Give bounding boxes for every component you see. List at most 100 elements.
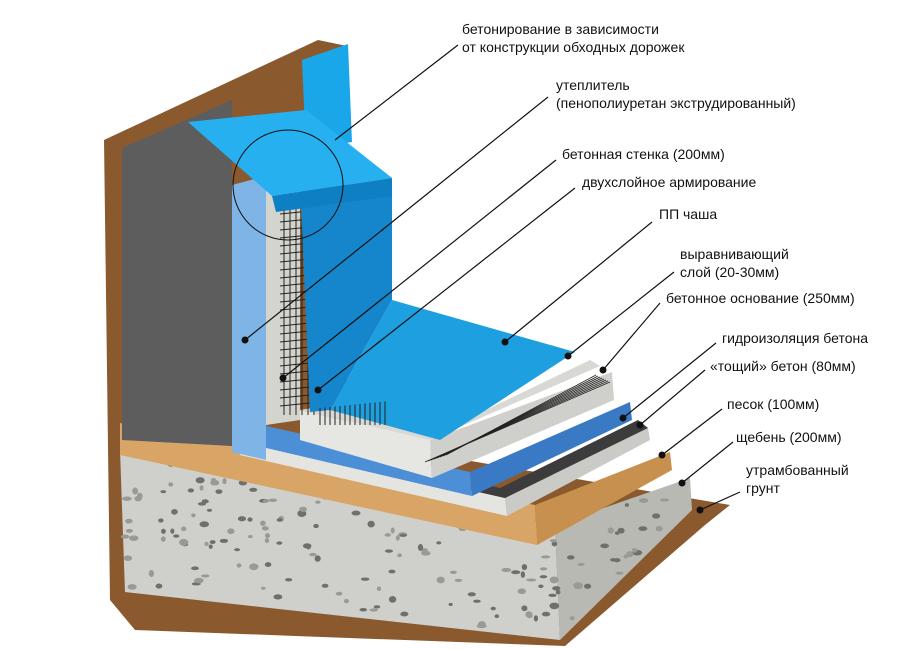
gravel-stone	[125, 518, 133, 524]
gravel-stone	[313, 523, 319, 529]
gravel-stone	[577, 562, 585, 567]
gravel-stone	[215, 489, 223, 494]
gravel-stone	[395, 535, 400, 541]
gravel-stone	[539, 567, 548, 571]
gravel-stone	[573, 582, 583, 590]
gravel-stone	[399, 533, 407, 537]
gravel-stone	[314, 555, 321, 562]
label-sand: песок (100мм)	[727, 396, 820, 412]
gravel-stone	[400, 611, 409, 617]
gravel-stone	[631, 547, 638, 553]
gravel-stone	[181, 526, 187, 532]
gravel-stone	[538, 584, 544, 589]
leader-dot	[658, 451, 666, 459]
gravel-stone	[552, 586, 561, 591]
leader-dot	[678, 479, 686, 487]
gravel-stone	[421, 550, 431, 556]
gravel-stone	[521, 563, 528, 571]
gravel-stone	[273, 594, 283, 600]
gravel-stone	[132, 487, 139, 495]
gravel-stone	[549, 576, 559, 584]
gravel-stone	[125, 528, 133, 533]
label-waterproof: гидроизоляция бетона	[722, 330, 869, 346]
gravel-stone	[204, 541, 209, 547]
leader-line	[282, 159, 557, 379]
gravel-stone	[617, 527, 625, 534]
gravel-stone	[260, 520, 266, 526]
gravel-stone	[551, 541, 558, 547]
gravel-stone	[160, 536, 166, 542]
gravel-stone	[494, 614, 500, 619]
leader-line	[622, 342, 717, 419]
gravel-stone	[351, 510, 361, 516]
gravel-stone	[454, 578, 463, 583]
leader-line	[661, 408, 723, 456]
lean-concrete-front	[240, 438, 507, 516]
wall-insulation	[232, 176, 266, 460]
gravel-stone	[624, 503, 629, 507]
leader-lines	[241, 44, 741, 514]
gravel-stone	[549, 539, 557, 543]
leader-line	[699, 491, 741, 511]
leader-dot	[599, 366, 607, 374]
gravel-stone	[539, 575, 548, 579]
walkway-edge	[272, 178, 392, 212]
gravel-stone	[369, 608, 378, 612]
label-wall: бетонная стенка (200мм)	[562, 146, 725, 162]
gravel-stone	[299, 506, 307, 512]
gravel-stone	[467, 592, 476, 597]
lean-concrete-right	[505, 428, 650, 516]
gravel-stone	[600, 543, 610, 549]
gravel-stone	[191, 513, 196, 518]
gravel-stone	[276, 541, 283, 545]
gravel-stone	[210, 478, 217, 483]
gravel-stone	[659, 498, 670, 502]
rebar-floor	[319, 374, 611, 463]
pp-bowl-wall	[300, 180, 392, 412]
gravel-stone	[264, 562, 272, 568]
outer-wall	[122, 100, 232, 446]
leader-line	[639, 369, 706, 426]
gravel-stone	[208, 544, 213, 549]
gravel-stone	[222, 478, 227, 485]
gravel-stone	[170, 528, 175, 534]
gravel-stone	[614, 531, 620, 535]
leader-line	[244, 96, 549, 341]
gravel-stone	[397, 553, 402, 558]
gravel-stone	[148, 570, 155, 577]
leader-dot	[241, 336, 249, 344]
gravel-stone	[436, 541, 442, 545]
leader-dot	[314, 386, 322, 394]
gravel-stone	[448, 602, 453, 607]
gravel-stone	[158, 518, 164, 523]
gravel-stone	[584, 583, 592, 589]
gravel-stone	[122, 496, 132, 501]
gravel-stone	[343, 598, 349, 604]
label-rebar: двухслойное армирование	[582, 174, 757, 190]
gravel-stone	[120, 534, 130, 539]
gravel-stone	[179, 538, 189, 546]
gravel-stone	[191, 566, 199, 571]
sand-front	[120, 423, 537, 545]
gravel-stone	[173, 534, 180, 538]
detail-circle	[232, 129, 344, 241]
gravel-stone	[652, 513, 661, 519]
gravel-stone	[473, 599, 481, 603]
gravel-stone	[199, 485, 204, 491]
label-bowl: ПП чаша	[659, 206, 718, 222]
leader-dot	[279, 374, 287, 382]
gravel-stone	[526, 578, 537, 582]
gravel-stone	[262, 499, 268, 504]
gravel-stone	[384, 549, 394, 553]
gravel-stone	[168, 482, 174, 487]
gravel-stone	[315, 500, 321, 504]
label-lean: «тощий» бетон (80мм)	[710, 358, 856, 374]
gravel-stone	[520, 571, 526, 578]
gravel-stone	[227, 528, 235, 535]
gravel-stone	[247, 517, 253, 522]
leader-line	[602, 302, 661, 371]
gravel-stone	[199, 521, 210, 528]
